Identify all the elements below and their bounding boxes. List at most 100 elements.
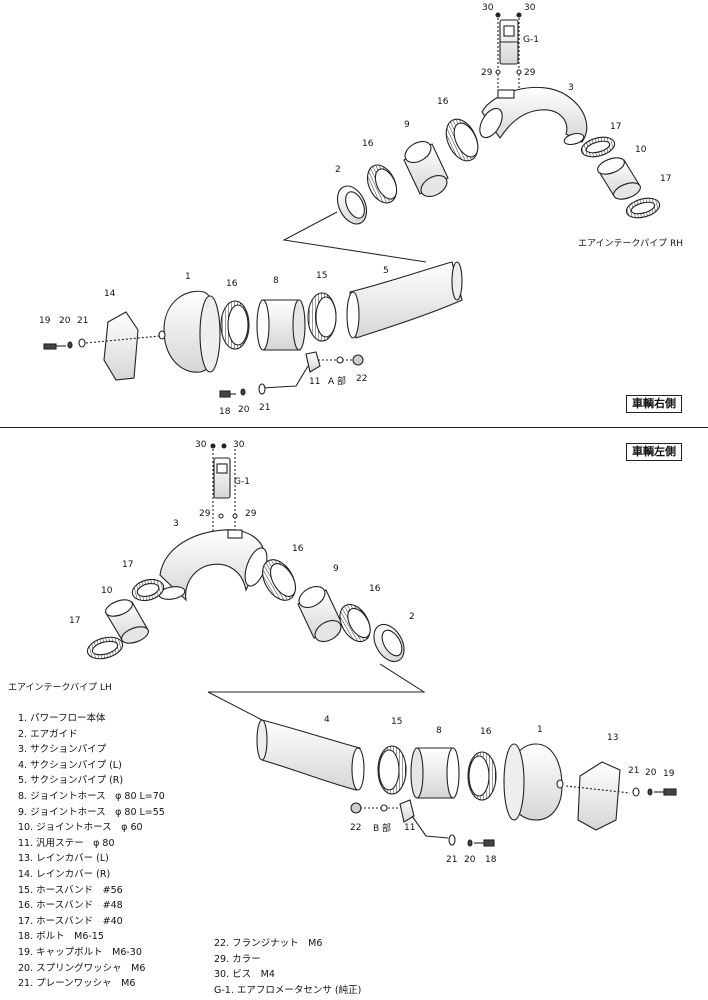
callout-1: 1 <box>185 272 191 282</box>
callout-3: 3 <box>568 83 574 93</box>
callout-19: 19 <box>39 316 51 326</box>
parts-list-left: 1. パワーフロー本体 2. エアガイド 3. サクションパイプ 4. サクショ… <box>18 711 165 992</box>
hose-band-16-right-c <box>220 300 250 350</box>
callout-20: 20 <box>238 405 250 415</box>
bolt-washer-bottom-left <box>448 834 495 847</box>
suction-pipe-5-right <box>346 261 463 339</box>
hose-band-17-right-a <box>580 136 616 158</box>
suction-pipe-3-left <box>158 529 268 602</box>
callout-29: 29 <box>245 509 257 519</box>
callout-16: 16 <box>480 727 492 737</box>
callout-22: 22 <box>356 374 367 384</box>
joint-hose-9-left <box>297 585 343 643</box>
callout-17: 17 <box>122 560 133 570</box>
callout-2: 2 <box>409 612 415 622</box>
part-entry: 30. ビス M4 <box>214 969 275 981</box>
part-entry: 18. ボルト M6-15 <box>18 931 104 943</box>
airflow-sensor-g1-left <box>213 457 231 499</box>
hose-band-17-left-a <box>131 578 165 602</box>
callout-11: 11 <box>404 823 415 833</box>
left-side-callouts: 30 30 G-1 29 29 3 17 10 17 16 9 16 2 4 1… <box>8 440 675 865</box>
part-entry: 29. カラー <box>214 953 261 965</box>
part-entry: 16. ホースバンド #48 <box>18 900 123 912</box>
hose-band-17-left-b <box>86 636 124 660</box>
suction-pipe-3-right <box>479 86 588 146</box>
callout-30: 30 <box>233 440 245 450</box>
part-entry: G-1. エアフロメータセンサ (純正) <box>214 984 362 996</box>
callout-18: 18 <box>485 855 497 865</box>
area-label-a: A 部 <box>328 375 346 387</box>
parts-list-right: 22. フランジナット M6 29. カラー 30. ビス M4 G-1. エア… <box>214 936 361 998</box>
bolt-washer-group-right <box>43 335 161 350</box>
hose-band-16-right-a <box>445 118 479 162</box>
callout-2: 2 <box>335 165 341 175</box>
part-entry: 19. キャップボルト M6-30 <box>18 946 142 958</box>
callout-16: 16 <box>437 97 449 107</box>
area-label-b: B 部 <box>373 822 391 834</box>
callout-8: 8 <box>436 726 442 736</box>
stay-11-right <box>261 351 364 389</box>
part-entry: 10. ジョイントホース φ 60 <box>18 822 143 834</box>
part-entry: 13. レインカバー (L) <box>18 853 109 865</box>
callout-20: 20 <box>59 316 71 326</box>
callout-8: 8 <box>273 276 279 286</box>
airflow-sensor-g1-right <box>499 19 519 65</box>
callout-29: 29 <box>524 68 536 78</box>
screw-30-b <box>516 12 522 18</box>
callout-3: 3 <box>173 519 179 529</box>
hose-band-16-left-c <box>467 751 497 801</box>
right-side-assembly <box>43 12 661 398</box>
right-side-callouts: 30 30 G-1 29 29 3 16 9 16 17 10 17 2 1 1… <box>39 3 683 417</box>
screw-30-a <box>495 12 501 18</box>
bolt-washer-bottom-right <box>219 383 266 398</box>
callout-17: 17 <box>610 122 621 132</box>
callout-g1: G-1 <box>234 477 250 487</box>
callout-16: 16 <box>369 584 381 594</box>
part-entry: 1. パワーフロー本体 <box>18 713 106 724</box>
hose-band-15-right <box>307 292 337 342</box>
callout-10: 10 <box>101 586 113 596</box>
callout-21: 21 <box>77 316 88 326</box>
part-entry: 14. レインカバー (R) <box>18 868 111 880</box>
bolt-washer-group-left <box>565 785 677 797</box>
part-entry: 3. サクションパイプ <box>18 744 107 756</box>
hose-band-15-left <box>377 745 407 795</box>
part-entry: 8. ジョイントホース φ 80 L=70 <box>18 790 165 802</box>
part-entry: 4. サクションパイプ (L) <box>18 759 122 771</box>
callout-15: 15 <box>316 271 327 281</box>
air-guide-2-left <box>373 623 405 663</box>
callout-19: 19 <box>663 769 675 779</box>
left-side-badge: 車輌左側 <box>626 443 682 461</box>
power-flow-body-1-left <box>503 743 564 821</box>
suction-pipe-4-left <box>256 719 365 791</box>
callout-9: 9 <box>333 564 339 574</box>
joint-hose-8-right <box>256 299 306 351</box>
callout-30: 30 <box>482 3 494 13</box>
callout-30: 30 <box>195 440 207 450</box>
part-entry: 21. プレーンワッシャ M6 <box>18 978 136 990</box>
right-side-badge: 車輌右側 <box>626 395 682 413</box>
part-entry: 5. サクションパイプ (R) <box>18 775 124 787</box>
callout-16: 16 <box>226 279 238 289</box>
rain-cover-14-right <box>103 311 139 381</box>
hose-band-17-right-b <box>625 197 661 219</box>
hose-band-16-left-b <box>339 603 371 643</box>
section-divider <box>0 427 708 428</box>
callout-4: 4 <box>324 715 330 725</box>
callout-18: 18 <box>219 407 231 417</box>
callout-22: 22 <box>350 823 361 833</box>
air-guide-2-right <box>336 185 368 225</box>
callout-20: 20 <box>464 855 476 865</box>
callout-29: 29 <box>481 68 493 78</box>
part-entry: 11. 汎用ステー φ 80 <box>18 837 115 849</box>
callout-17: 17 <box>660 174 671 184</box>
callout-14: 14 <box>104 289 116 299</box>
callout-21: 21 <box>259 403 270 413</box>
joint-hose-10-left <box>105 599 149 644</box>
callout-20: 20 <box>645 768 657 778</box>
callout-13: 13 <box>607 733 618 743</box>
intake-pipe-lh-label: エアインテークパイプ LH <box>8 682 112 693</box>
callout-15: 15 <box>391 717 402 727</box>
stay-11-left <box>350 799 449 839</box>
